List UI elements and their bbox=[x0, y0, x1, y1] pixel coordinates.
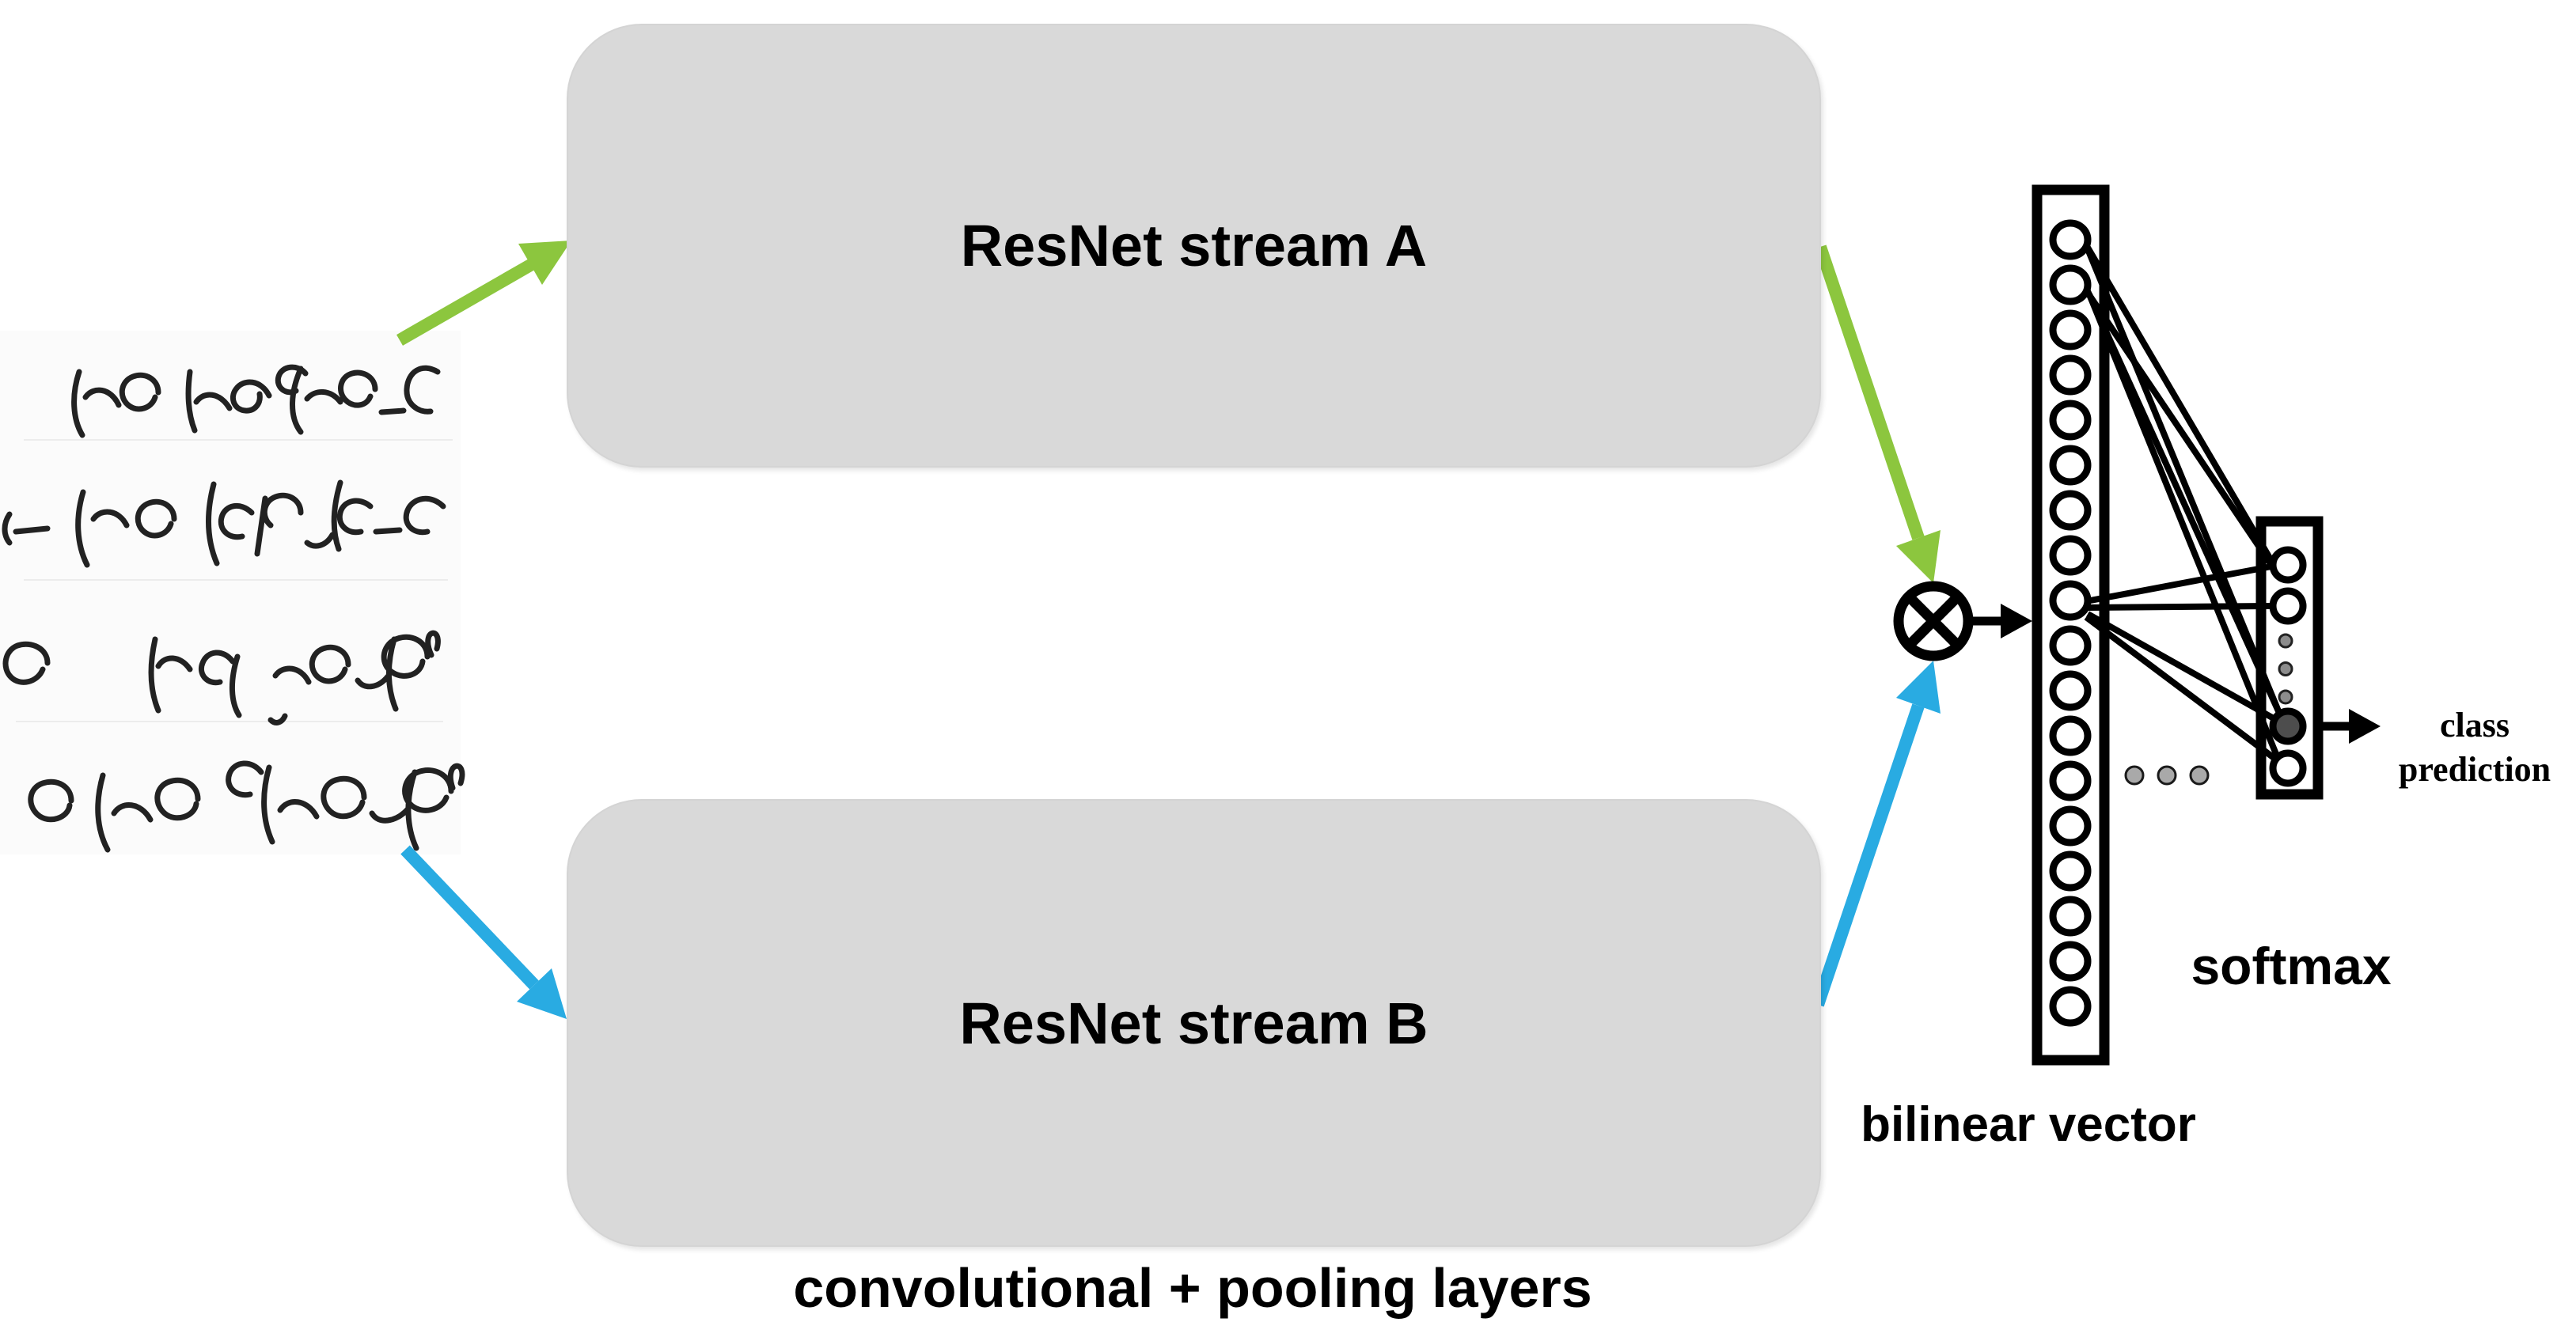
predicted-class-node bbox=[2269, 707, 2307, 745]
arrowhead bbox=[517, 968, 567, 1019]
ellipsis-dot bbox=[2157, 765, 2177, 786]
arrow-softmax-to-class-prediction bbox=[2323, 709, 2381, 744]
blue-arrow-stream-b-to-product bbox=[1812, 661, 1941, 1007]
bilinear-unit bbox=[2049, 941, 2092, 982]
outer-product-icon bbox=[1893, 581, 1974, 661]
connection-lines bbox=[2081, 240, 2286, 763]
bilinear-unit bbox=[2049, 896, 2092, 937]
arrowhead bbox=[1896, 661, 1941, 714]
arrowhead bbox=[1896, 530, 1941, 583]
softmax-unit bbox=[2269, 587, 2307, 625]
ellipsis-dots-horizontal bbox=[2124, 765, 2210, 786]
bilinear-unit bbox=[2049, 986, 2092, 1027]
class-prediction-line2: prediction bbox=[2398, 750, 2551, 789]
class-prediction-caption: class prediction bbox=[2376, 703, 2574, 792]
bilinear-unit bbox=[2049, 400, 2092, 441]
handwriting-input-image bbox=[0, 331, 465, 854]
bilinear-unit bbox=[2049, 354, 2092, 396]
arrowhead bbox=[2349, 709, 2381, 744]
green-arrow-stream-a-to-product bbox=[1814, 244, 1941, 583]
class-prediction-line1: class bbox=[2440, 706, 2510, 744]
blue-arrow-input-to-stream-b bbox=[400, 845, 567, 1019]
handwriting-line-2 bbox=[2, 479, 446, 568]
softmax-units bbox=[2269, 546, 2307, 787]
softmax-unit bbox=[2269, 749, 2307, 787]
bilinear-unit bbox=[2049, 580, 2092, 621]
green-arrow-input-to-stream-a bbox=[396, 241, 571, 346]
bilinear-unit bbox=[2049, 625, 2092, 666]
ellipsis-dot bbox=[2278, 689, 2293, 705]
softmax-caption: softmax bbox=[2191, 937, 2392, 995]
bilinear-unit bbox=[2049, 445, 2092, 486]
ellipsis-dot bbox=[2278, 661, 2293, 676]
bilinear-unit bbox=[2049, 219, 2092, 260]
bilinear-unit bbox=[2049, 490, 2092, 531]
bilinear-unit bbox=[2049, 850, 2092, 892]
handwriting-line-1 bbox=[71, 364, 441, 438]
handwriting-line-3 bbox=[2, 630, 441, 725]
resnet-stream-b-label: ResNet stream B bbox=[959, 990, 1428, 1056]
bilinear-unit bbox=[2049, 760, 2092, 801]
bilinear-unit bbox=[2049, 309, 2092, 350]
handwriting-line-4 bbox=[28, 760, 465, 853]
softmax-unit bbox=[2269, 546, 2307, 584]
conv-pooling-caption: convolutional + pooling layers bbox=[793, 1257, 1592, 1319]
ellipsis-dot bbox=[2124, 765, 2145, 786]
ellipsis-dots-vertical bbox=[2278, 633, 2293, 705]
bilinear-vector-units bbox=[2049, 219, 2092, 1027]
bilinear-unit bbox=[2049, 264, 2092, 305]
ellipsis-dot bbox=[2278, 633, 2293, 649]
resnet-stream-a-label: ResNet stream A bbox=[960, 213, 1428, 278]
arrowhead bbox=[518, 241, 571, 285]
bilinear-unit bbox=[2049, 715, 2092, 756]
resnet-stream-a-box: ResNet stream A bbox=[567, 24, 1821, 468]
bilinear-unit bbox=[2049, 535, 2092, 576]
arrowhead bbox=[2001, 604, 2032, 638]
resnet-stream-b-box: ResNet stream B bbox=[567, 799, 1821, 1247]
ellipsis-dot bbox=[2189, 765, 2210, 786]
bilinear-unit bbox=[2049, 670, 2092, 711]
bilinear-vector-caption: bilinear vector bbox=[1861, 1097, 2196, 1152]
arrow-product-to-bilinear-vector bbox=[1971, 604, 2032, 638]
bilinear-unit bbox=[2049, 805, 2092, 847]
